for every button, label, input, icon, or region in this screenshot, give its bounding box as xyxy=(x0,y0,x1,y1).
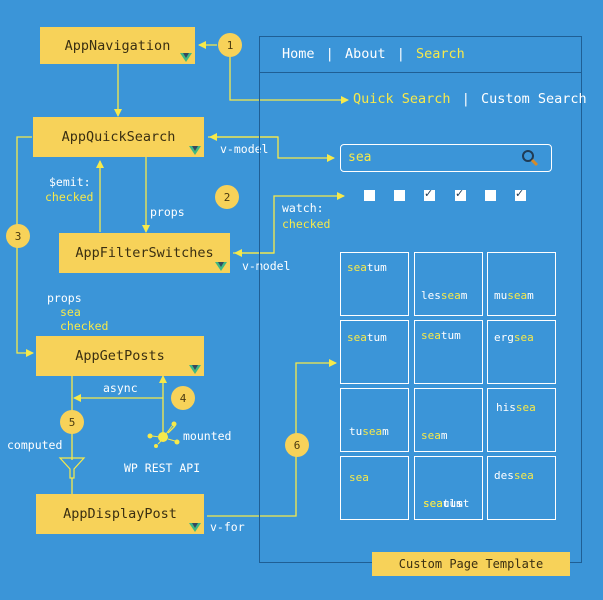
nav-about[interactable]: About xyxy=(344,46,386,62)
post-title: dessea xyxy=(494,469,534,482)
wp-rest-api-icon xyxy=(147,421,180,448)
search-mode-tabs: Quick Search | Custom Search xyxy=(353,91,587,107)
filter-checkbox[interactable] xyxy=(394,190,405,201)
vue-icon xyxy=(189,146,201,155)
arrow-1-to-quicksearch xyxy=(229,57,349,104)
post-title: hissea xyxy=(496,401,536,414)
tab-custom-search[interactable]: Custom Search xyxy=(480,91,587,107)
vmodel-label: v-model xyxy=(220,142,269,156)
nav-separator: | xyxy=(325,46,334,62)
search-value: sea xyxy=(348,150,372,165)
component-label: AppFilterSwitches xyxy=(75,245,214,261)
nav-search[interactable]: Search xyxy=(416,46,465,62)
step-3-marker: 3 xyxy=(6,224,30,248)
computed-label: computed xyxy=(7,438,63,452)
app-quick-search-box: AppQuickSearch xyxy=(33,117,204,157)
tab-separator: | xyxy=(461,91,470,107)
vfor-label: v-for xyxy=(210,520,245,534)
panel-header-divider xyxy=(260,72,581,73)
step-4-marker: 4 xyxy=(171,386,195,410)
top-nav: Home | About | Search xyxy=(282,46,465,62)
step-1-marker: 1 xyxy=(218,33,242,57)
app-display-post-box: AppDisplayPost xyxy=(36,494,204,534)
post-card[interactable]: seatum xyxy=(340,320,409,384)
app-filter-switches-box: AppFilterSwitches xyxy=(59,233,230,273)
emit-value-label: checked xyxy=(45,190,94,204)
watch-label: watch: xyxy=(282,201,324,215)
vue-icon xyxy=(180,53,192,62)
props-label: props xyxy=(150,205,185,219)
component-label: AppQuickSearch xyxy=(61,129,176,145)
post-card[interactable]: seatum xyxy=(340,252,409,316)
post-card[interactable]: lesseam xyxy=(414,252,483,316)
component-label: AppNavigation xyxy=(64,37,171,54)
post-title: ergsea xyxy=(494,331,534,344)
nav-separator: | xyxy=(396,46,405,62)
post-title: tuseam xyxy=(349,425,389,438)
post-card[interactable]: hissea xyxy=(487,388,556,452)
tab-quick-search[interactable]: Quick Search xyxy=(353,91,451,107)
post-card[interactable]: seatum xyxy=(414,456,483,520)
mounted-label: mounted xyxy=(183,429,232,443)
filter-checkbox[interactable] xyxy=(515,187,526,201)
vue-icon xyxy=(215,262,227,271)
custom-page-template-label: Custom Page Template xyxy=(372,552,570,576)
emit-label: $emit: xyxy=(49,175,91,189)
step-5-marker: 5 xyxy=(60,410,84,434)
watch-value-label: checked xyxy=(282,217,331,231)
search-icon[interactable] xyxy=(521,149,539,167)
vue-icon xyxy=(189,365,201,374)
post-title: museam xyxy=(494,289,534,302)
post-card[interactable]: seatum xyxy=(414,320,483,384)
nav-home[interactable]: Home xyxy=(282,46,315,62)
filter-checkbox[interactable] xyxy=(424,187,435,201)
step-2-marker: 2 xyxy=(215,185,239,209)
post-card[interactable]: sea xyxy=(340,456,409,520)
post-title: seatum xyxy=(347,261,387,274)
app-navigation-box: AppNavigation xyxy=(40,27,195,64)
post-card[interactable]: museam xyxy=(487,252,556,316)
funnel-icon xyxy=(58,457,86,479)
props-label-2: props xyxy=(47,291,82,305)
step-6-marker: 6 xyxy=(285,433,309,457)
post-title: seatum xyxy=(421,329,461,342)
filter-checkbox[interactable] xyxy=(455,187,466,201)
post-card[interactable]: tuseam xyxy=(340,388,409,452)
post-title: seam xyxy=(421,429,448,442)
post-card[interactable]: dessea xyxy=(487,456,556,520)
component-label: AppGetPosts xyxy=(75,348,165,364)
post-title: sea xyxy=(349,471,369,484)
async-label: async xyxy=(103,381,138,395)
post-title: seatum xyxy=(423,497,463,510)
post-card[interactable]: ergsea xyxy=(487,320,556,384)
component-label: AppDisplayPost xyxy=(63,506,177,522)
props-sea-label: sea xyxy=(60,305,81,319)
post-title: lesseam xyxy=(421,289,468,302)
props-checked-label: checked xyxy=(60,319,109,333)
wp-rest-api-label: WP REST API xyxy=(124,461,201,475)
app-get-posts-box: AppGetPosts xyxy=(36,336,204,376)
vmodel-label-2: v-model xyxy=(242,259,291,273)
filter-checkbox[interactable] xyxy=(364,190,375,201)
search-input[interactable]: sea xyxy=(340,144,552,172)
post-title: seatum xyxy=(347,331,387,344)
post-card[interactable]: seam xyxy=(414,388,483,452)
filter-checkbox[interactable] xyxy=(485,190,496,201)
post-title: seaulst xyxy=(423,497,470,510)
vue-icon xyxy=(189,523,201,532)
